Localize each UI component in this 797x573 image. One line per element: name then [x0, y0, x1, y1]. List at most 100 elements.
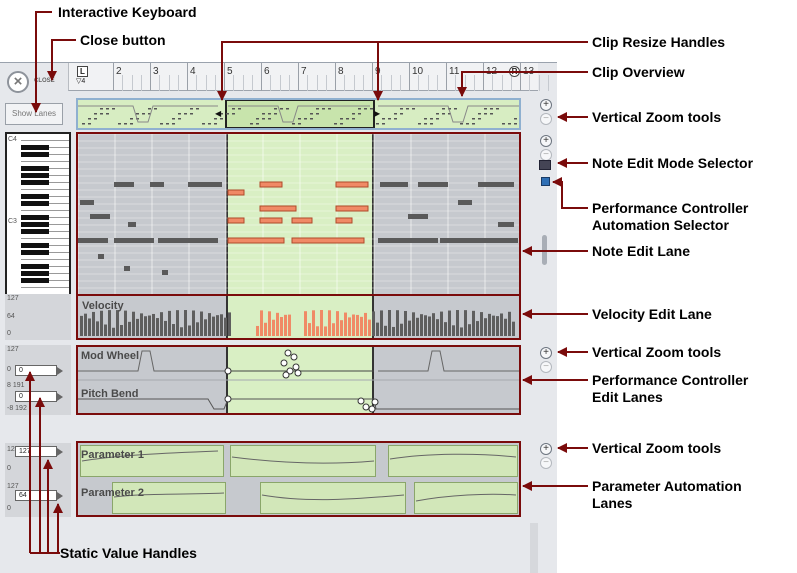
velocity-bar[interactable]	[468, 324, 471, 336]
velocity-bar[interactable]	[420, 314, 423, 336]
velocity-bar[interactable]	[372, 311, 375, 336]
velocity-bar[interactable]	[152, 313, 155, 336]
velocity-bar[interactable]	[508, 311, 511, 336]
velocity-bar[interactable]	[412, 312, 415, 336]
note[interactable]	[90, 214, 110, 219]
velocity-bar[interactable]	[308, 323, 311, 336]
velocity-bar[interactable]	[144, 316, 147, 336]
interactive-keyboard[interactable]: C4 C3	[5, 132, 71, 296]
parameter-automation-lanes[interactable]: Parameter 1 Parameter 2	[76, 441, 521, 517]
black-key[interactable]	[21, 264, 49, 269]
velocity-bar[interactable]	[120, 324, 123, 336]
velocity-bar[interactable]	[324, 326, 327, 336]
clip-resize-handle-right[interactable]: ▶	[374, 109, 381, 118]
parameter1-static-value-handle[interactable]: 127	[15, 446, 63, 457]
note[interactable]	[291, 217, 313, 224]
note[interactable]	[259, 205, 297, 212]
velocity-bar[interactable]	[472, 310, 475, 336]
velocity-bar[interactable]	[304, 311, 307, 336]
white-key[interactable]	[21, 253, 69, 260]
velocity-bar[interactable]	[328, 310, 331, 336]
note[interactable]	[227, 189, 245, 196]
left-locator[interactable]: L	[77, 66, 88, 77]
zoom-in-icon[interactable]: +	[540, 135, 552, 147]
velocity-bar[interactable]	[432, 313, 435, 336]
velocity-bar[interactable]	[208, 313, 211, 336]
velocity-bar[interactable]	[368, 319, 371, 336]
zoom-in-icon[interactable]: +	[540, 443, 552, 455]
velocity-bar[interactable]	[504, 318, 507, 336]
black-key[interactable]	[21, 145, 49, 150]
parameter2-clip[interactable]	[112, 482, 226, 514]
velocity-bar[interactable]	[344, 312, 347, 336]
velocity-bar[interactable]	[404, 310, 407, 336]
velocity-edit-lane[interactable]: Velocity	[76, 294, 521, 340]
velocity-bar[interactable]	[356, 314, 359, 336]
velocity-bar[interactable]	[340, 320, 343, 336]
black-key[interactable]	[21, 215, 49, 220]
note[interactable]	[380, 182, 408, 187]
velocity-bar[interactable]	[400, 323, 403, 336]
velocity-bar[interactable]	[168, 310, 171, 336]
note[interactable]	[291, 237, 365, 244]
close-button[interactable]: ×	[7, 71, 29, 93]
velocity-bar[interactable]	[256, 325, 259, 336]
mod-wheel-static-value-handle[interactable]: 0	[15, 365, 63, 376]
note[interactable]	[335, 205, 369, 212]
note[interactable]	[335, 181, 369, 188]
note[interactable]	[162, 270, 168, 275]
velocity-bar[interactable]	[464, 310, 467, 336]
white-key[interactable]	[21, 232, 69, 239]
white-key[interactable]	[21, 155, 69, 162]
velocity-bar[interactable]	[172, 324, 175, 336]
velocity-bar[interactable]	[460, 327, 463, 336]
velocity-bar[interactable]	[284, 314, 287, 336]
velocity-bar[interactable]	[320, 310, 323, 336]
note[interactable]	[188, 182, 222, 187]
parameter1-clip[interactable]	[388, 445, 518, 477]
parameter2-static-value-handle[interactable]: 64	[15, 490, 63, 501]
note[interactable]	[78, 238, 108, 243]
note-edit-lane[interactable]	[76, 132, 521, 296]
velocity-bar[interactable]	[228, 312, 231, 336]
zoom-out-icon[interactable]: −	[540, 457, 552, 469]
velocity-bar[interactable]	[436, 319, 439, 336]
velocity-bar[interactable]	[396, 310, 399, 336]
controller-selector-icon[interactable]	[541, 177, 550, 186]
velocity-bar[interactable]	[224, 317, 227, 336]
black-key[interactable]	[21, 173, 49, 178]
velocity-bar[interactable]	[192, 310, 195, 336]
note[interactable]	[150, 182, 164, 187]
black-key[interactable]	[21, 243, 49, 248]
note[interactable]	[335, 217, 353, 224]
velocity-bar[interactable]	[408, 320, 411, 336]
velocity-bar[interactable]	[80, 315, 83, 336]
velocity-bar[interactable]	[108, 310, 111, 336]
black-key[interactable]	[21, 194, 49, 199]
black-key[interactable]	[21, 201, 49, 206]
velocity-bar[interactable]	[200, 311, 203, 336]
note[interactable]	[440, 238, 518, 243]
note[interactable]	[124, 266, 130, 271]
velocity-bar[interactable]	[180, 327, 183, 336]
velocity-bar[interactable]	[336, 311, 339, 336]
velocity-bar[interactable]	[440, 311, 443, 336]
velocity-bar[interactable]	[500, 313, 503, 336]
velocity-bar[interactable]	[448, 310, 451, 336]
velocity-bar[interactable]	[496, 316, 499, 336]
velocity-bar[interactable]	[288, 314, 291, 336]
velocity-bar[interactable]	[116, 310, 119, 336]
note[interactable]	[478, 182, 514, 187]
velocity-bar[interactable]	[212, 316, 215, 336]
note[interactable]	[259, 217, 283, 224]
velocity-bar[interactable]	[136, 318, 139, 336]
zoom-in-icon[interactable]: +	[540, 347, 552, 359]
note[interactable]	[80, 200, 94, 205]
white-key[interactable]	[21, 183, 69, 190]
note[interactable]	[458, 200, 472, 205]
white-key[interactable]	[21, 134, 69, 141]
velocity-bar[interactable]	[492, 315, 495, 336]
black-key[interactable]	[21, 166, 49, 171]
velocity-bar[interactable]	[452, 325, 455, 336]
velocity-bar[interactable]	[128, 321, 131, 336]
